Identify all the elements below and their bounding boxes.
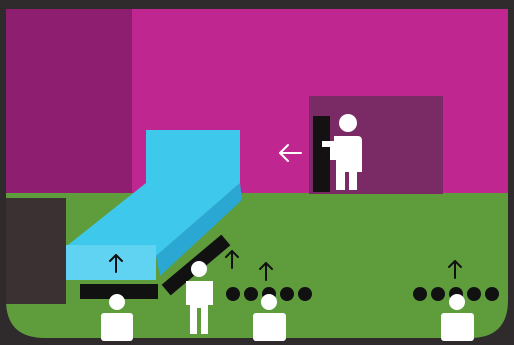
bed-headboard [146, 130, 240, 185]
bed-front [66, 245, 156, 280]
door-slot [313, 116, 330, 192]
wall-shadow [6, 9, 132, 207]
dark-cabinet [6, 198, 66, 304]
